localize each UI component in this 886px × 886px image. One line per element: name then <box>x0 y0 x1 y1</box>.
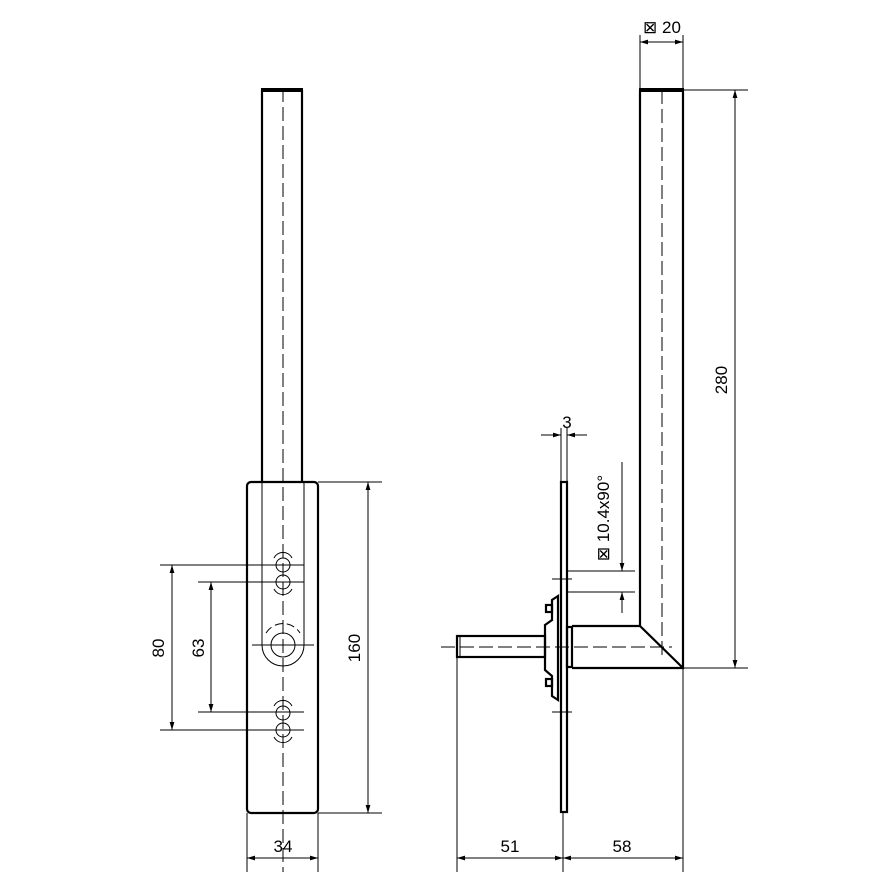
dimension-58: 58 <box>613 837 632 856</box>
side-view: ⊠ 20 280 3 ⊠ 10.4x90° 51 58 <box>441 18 748 872</box>
dimension-280: 280 <box>712 366 731 394</box>
dimension-34: 34 <box>274 837 293 856</box>
dimension-3: 3 <box>562 413 571 432</box>
bent-tube <box>572 90 685 670</box>
front-view: 80 63 160 34 <box>149 88 382 872</box>
dimension-20: ⊠ 20 <box>643 18 681 37</box>
mounting-plate <box>245 480 320 815</box>
dimension-chamfer: ⊠ 10.4x90° <box>594 475 613 561</box>
tube <box>260 90 304 482</box>
screw-holes <box>273 551 293 744</box>
dimension-80: 80 <box>149 639 168 658</box>
dimension-160: 160 <box>345 634 364 662</box>
slot <box>261 482 305 667</box>
flange-nut <box>543 578 572 713</box>
dimension-63: 63 <box>189 639 208 658</box>
dimension-51: 51 <box>501 837 520 856</box>
